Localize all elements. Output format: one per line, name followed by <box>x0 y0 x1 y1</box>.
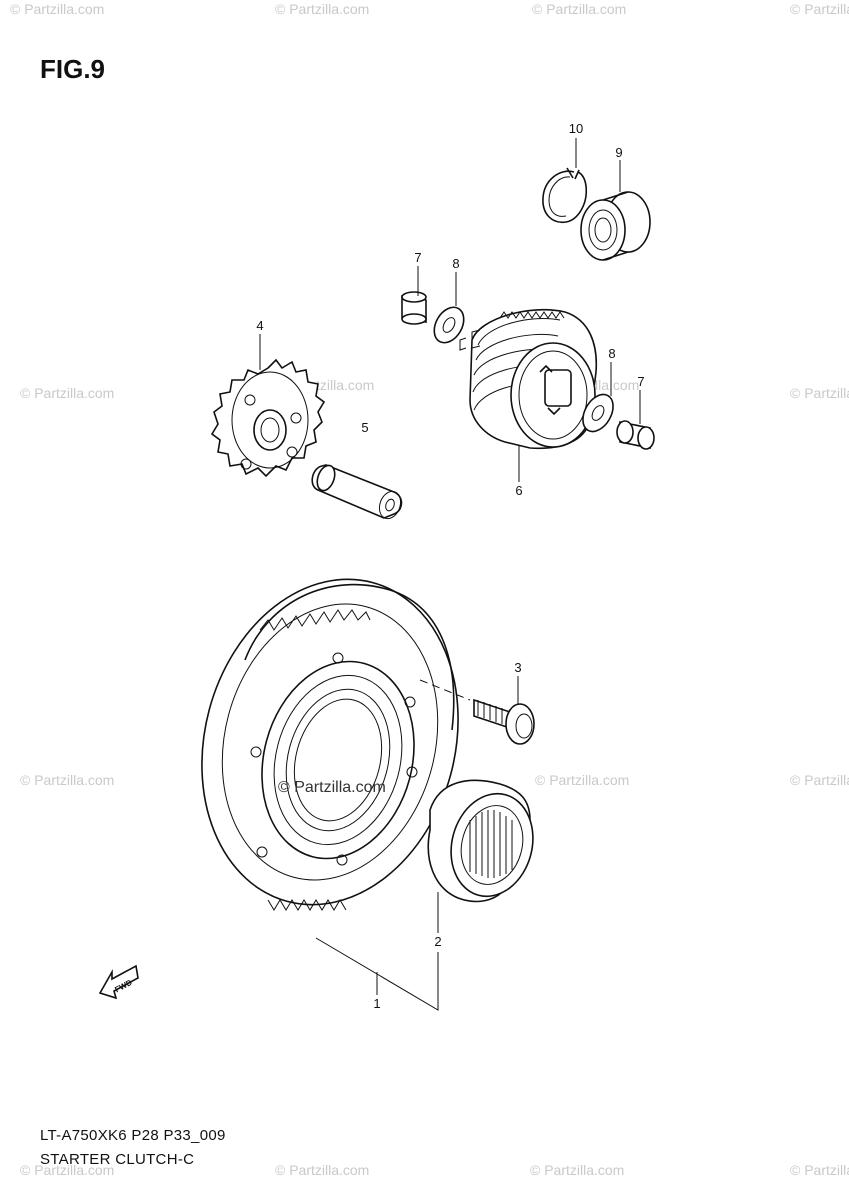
callout-10: 10 <box>569 121 583 136</box>
front-direction-arrow: FWD <box>98 964 139 1000</box>
part-6-clutch-gear-assembly <box>459 308 598 450</box>
callout-8: 8 <box>452 256 459 271</box>
watermark: © Partzilla.com <box>532 1 626 17</box>
callout-6: 6 <box>515 483 522 498</box>
callout-5: 5 <box>361 420 368 435</box>
callout-8-lower: 8 <box>608 346 615 361</box>
part-2-one-way-clutch <box>427 779 534 903</box>
part-9-bearing <box>580 191 651 261</box>
watermark: © Partzilla.com <box>20 1162 114 1178</box>
figure-title: FIG.9 <box>40 54 106 84</box>
watermark: © Partzilla.com <box>20 385 114 401</box>
callout-9: 9 <box>615 145 622 160</box>
watermark: © Partzilla.com <box>790 1162 849 1178</box>
watermark: © Partzilla.com <box>20 772 114 788</box>
part-1-starter-clutch-assembly <box>201 578 459 911</box>
watermark: © Partzilla.com <box>790 772 849 788</box>
watermark-group: © Partzilla.com © Partzilla.com © Partzi… <box>10 1 849 1178</box>
part-8-washer-lower <box>582 393 614 433</box>
watermark: © Partzilla.com <box>10 1 104 17</box>
figure-code: LT-A750XK6 P28 P33_009 <box>40 1127 226 1144</box>
watermark: © Partzilla.com <box>275 1 369 17</box>
callout-labels: 10 9 7 8 4 5 6 8 7 3 2 1 <box>256 121 644 1011</box>
callout-4: 4 <box>256 318 263 333</box>
callout-1: 1 <box>373 996 380 1011</box>
callout-7: 7 <box>414 250 421 265</box>
part-3-bolt <box>419 679 535 745</box>
watermark-center: © Partzilla.com <box>278 779 386 796</box>
part-7-collar-lower <box>616 420 655 450</box>
watermark: © Partzilla.com <box>530 1162 624 1178</box>
part-5-shaft <box>311 464 403 520</box>
callout-2: 2 <box>434 934 441 949</box>
part-7-collar-upper <box>401 291 427 325</box>
leader-lines <box>259 138 641 1011</box>
callout-3: 3 <box>514 660 521 675</box>
watermark: © Partzilla.com <box>790 385 849 401</box>
watermark: © Partzilla.com <box>790 1 849 17</box>
callout-7-lower: 7 <box>637 374 644 389</box>
watermark: © Partzilla.com <box>275 1162 369 1178</box>
figure-name: STARTER CLUTCH-C <box>40 1151 195 1168</box>
watermark: © Partzilla.com <box>535 772 629 788</box>
part-4-idle-gear <box>210 358 326 478</box>
part-8-washer-upper <box>433 306 465 344</box>
part-10-circlip <box>542 167 588 223</box>
